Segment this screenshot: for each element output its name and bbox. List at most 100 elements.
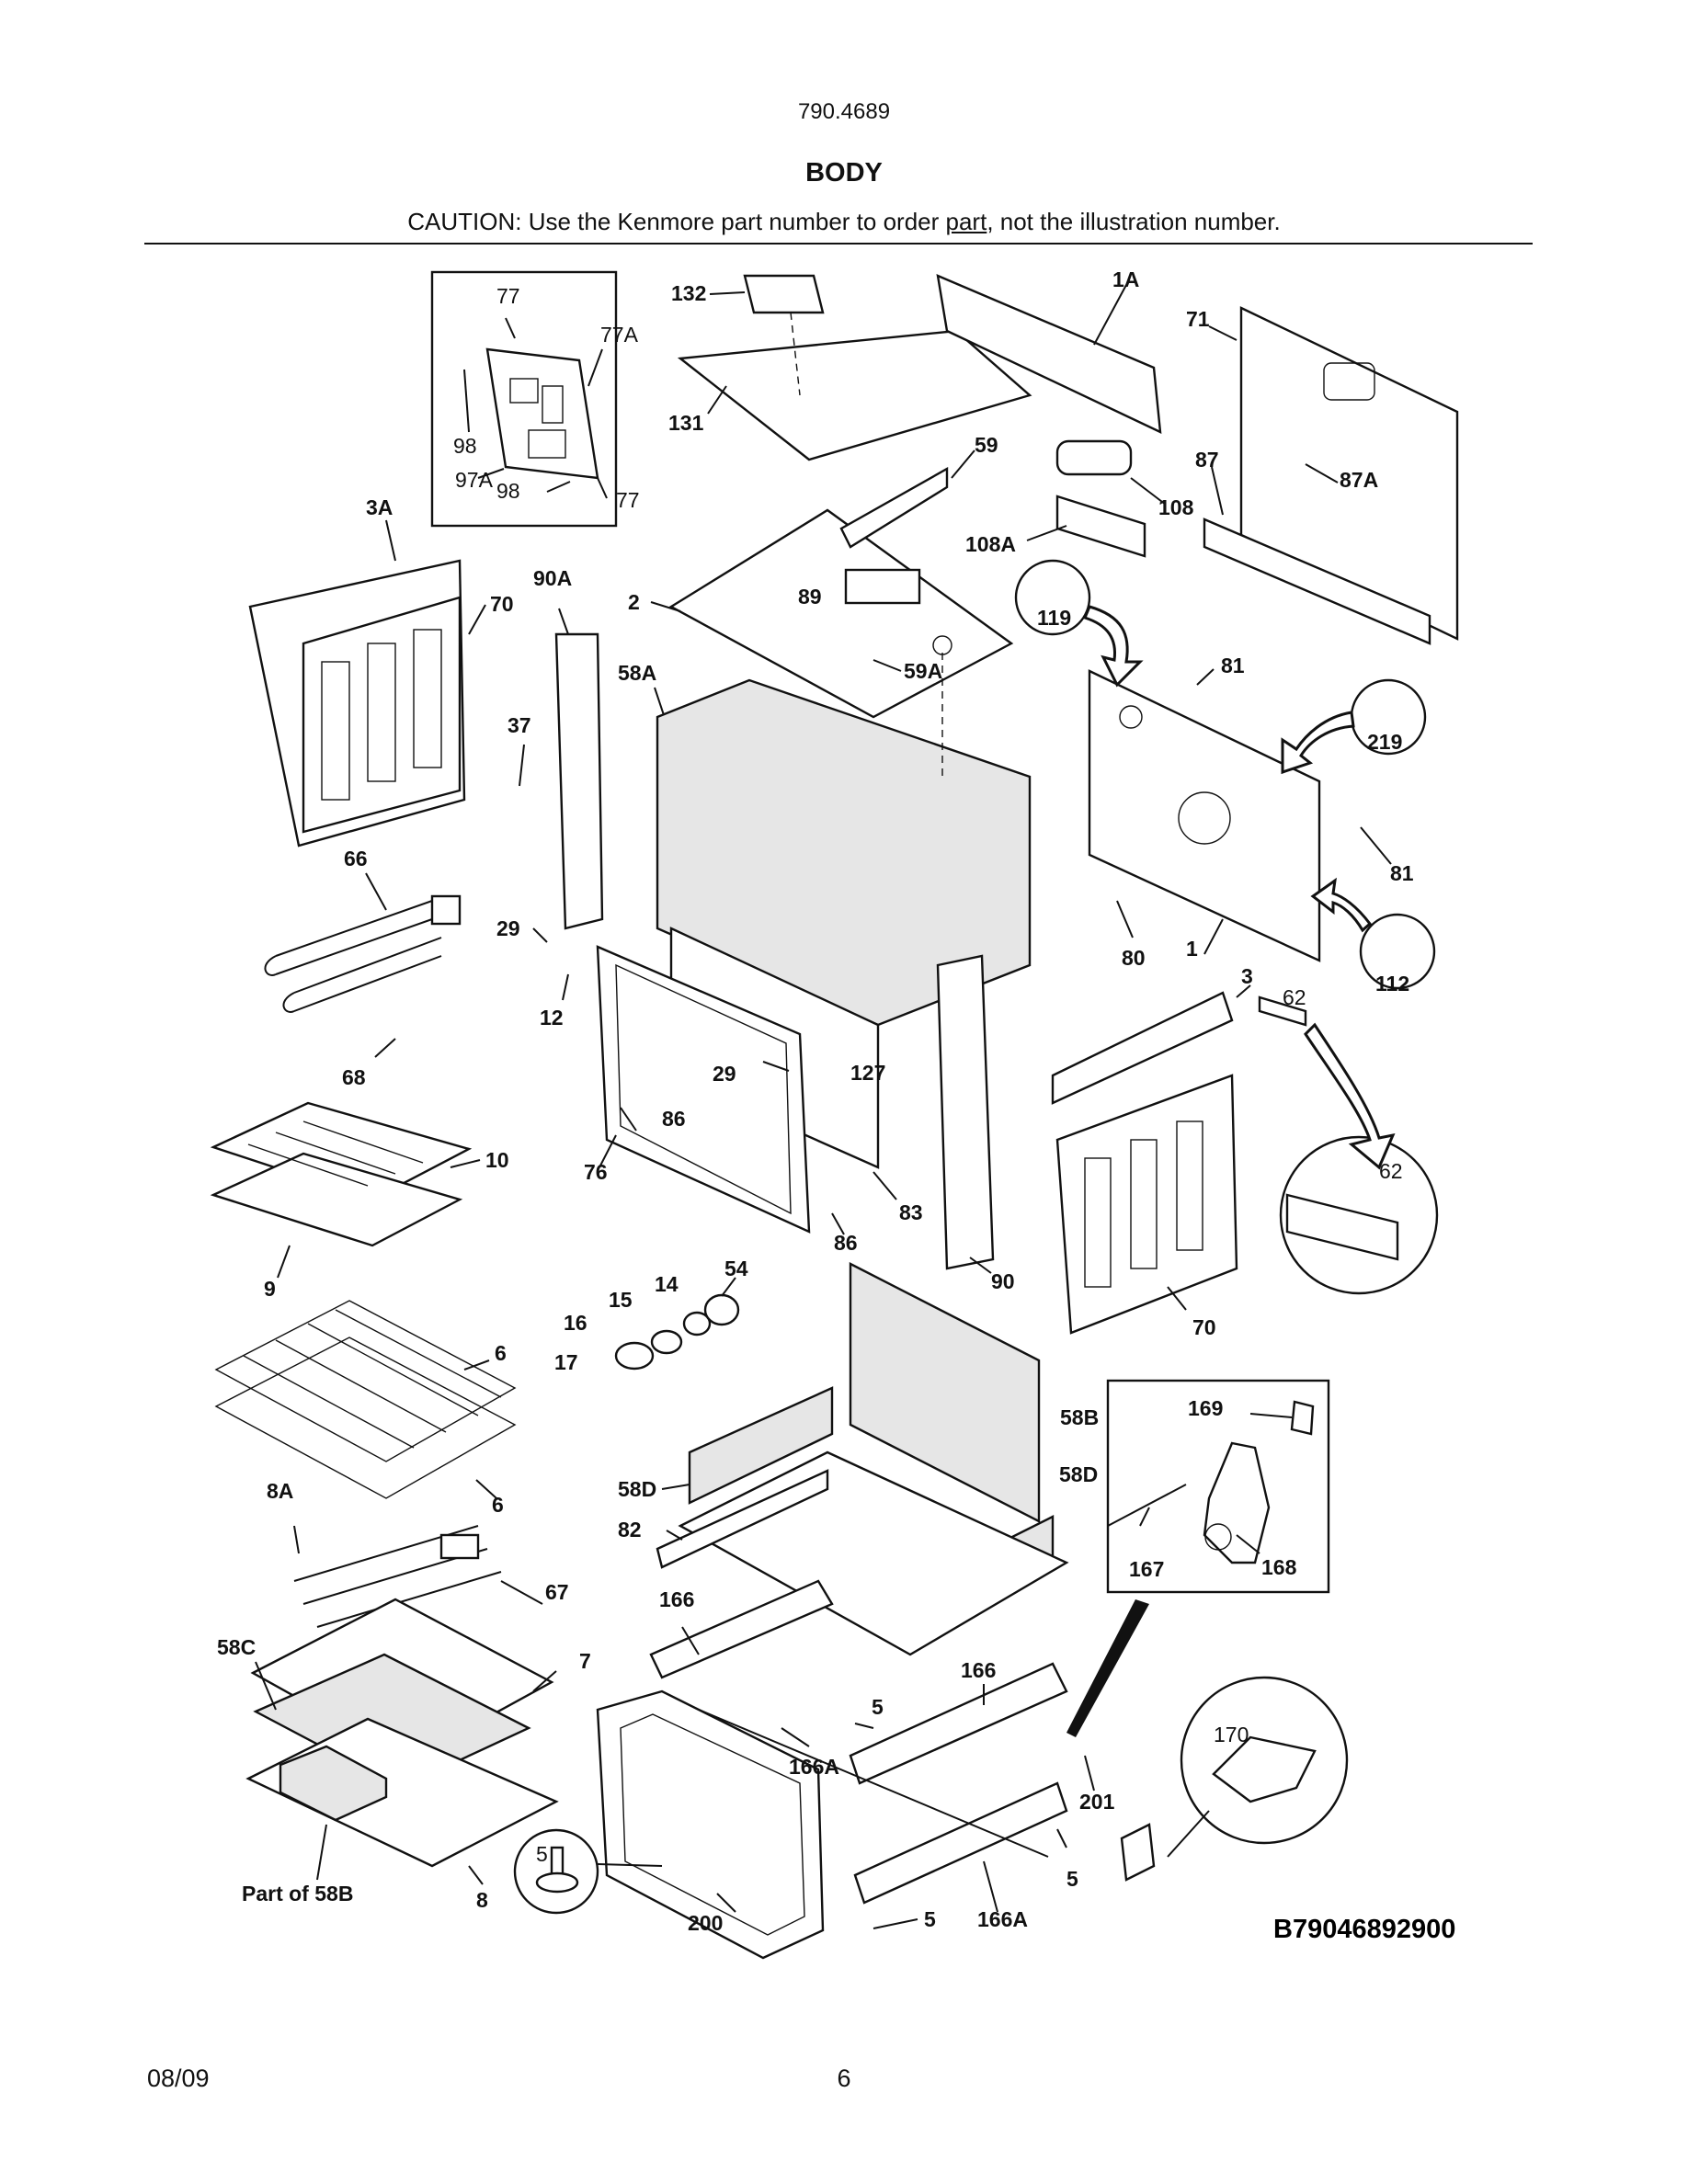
label-81-bottom: 81 bbox=[1390, 861, 1414, 885]
label-87A: 87A bbox=[1340, 468, 1378, 492]
caution-text-end: , not the illustration number. bbox=[987, 208, 1281, 235]
label-166A-upper: 166A bbox=[789, 1755, 839, 1779]
label-54: 54 bbox=[724, 1257, 748, 1280]
label-98-bottom: 98 bbox=[496, 479, 520, 503]
label-3A: 3A bbox=[366, 495, 393, 519]
label-12: 12 bbox=[540, 1006, 564, 1029]
label-131: 131 bbox=[668, 411, 704, 435]
leader-lines bbox=[255, 284, 1392, 1929]
label-90: 90 bbox=[991, 1269, 1015, 1293]
label-70-right: 70 bbox=[1192, 1315, 1216, 1339]
insulation-block bbox=[279, 1745, 388, 1822]
label-59A: 59A bbox=[904, 659, 942, 683]
clip-detail bbox=[1310, 877, 1436, 990]
broil-element bbox=[264, 894, 462, 1013]
rear-rail bbox=[936, 274, 1162, 434]
lower-chassis bbox=[649, 1450, 1069, 1905]
rear-insulation bbox=[849, 1262, 1041, 1523]
label-97A: 97A bbox=[455, 468, 494, 492]
label-5-detail: 5 bbox=[536, 1842, 548, 1866]
label-5-right: 5 bbox=[1066, 1867, 1078, 1891]
section-title: BODY bbox=[805, 158, 883, 188]
label-219: 219 bbox=[1367, 730, 1402, 754]
label-77-bottom: 77 bbox=[616, 488, 640, 512]
label-168: 168 bbox=[1261, 1555, 1297, 1579]
label-83: 83 bbox=[899, 1200, 923, 1224]
label-86-left: 86 bbox=[662, 1107, 686, 1131]
oven-racks bbox=[214, 1300, 517, 1499]
label-62-detail: 62 bbox=[1379, 1159, 1403, 1183]
label-119: 119 bbox=[1037, 606, 1071, 630]
label-37: 37 bbox=[508, 713, 531, 737]
label-59: 59 bbox=[975, 433, 998, 457]
label-6-top: 6 bbox=[495, 1341, 507, 1365]
top-plate bbox=[668, 466, 1014, 719]
label-58B: 58B bbox=[1060, 1405, 1099, 1429]
caution-part-link: part bbox=[945, 208, 987, 235]
footer-date: 08/09 bbox=[147, 2065, 210, 2092]
label-58C: 58C bbox=[217, 1635, 256, 1659]
label-132: 132 bbox=[671, 281, 706, 305]
left-side-panel bbox=[248, 559, 466, 847]
label-81-top: 81 bbox=[1221, 654, 1245, 677]
label-77A: 77A bbox=[600, 323, 639, 347]
label-29-center: 29 bbox=[713, 1062, 736, 1086]
label-67: 67 bbox=[545, 1580, 569, 1604]
label-7: 7 bbox=[579, 1649, 591, 1673]
label-6-bottom: 6 bbox=[492, 1493, 504, 1517]
caution-text-start: CAUTION: Use the Kenmore part number to … bbox=[407, 208, 946, 235]
label-8: 8 bbox=[476, 1888, 488, 1912]
label-1: 1 bbox=[1186, 937, 1198, 961]
bake-element bbox=[293, 1525, 502, 1628]
top-cover bbox=[677, 274, 1032, 461]
label-98-left: 98 bbox=[453, 434, 477, 458]
hinge-callout-arrow bbox=[1066, 1599, 1149, 1737]
label-9: 9 bbox=[264, 1277, 276, 1301]
label-68: 68 bbox=[342, 1065, 366, 1089]
label-112: 112 bbox=[1375, 972, 1409, 995]
label-70-left: 70 bbox=[490, 592, 514, 616]
label-166-left: 166 bbox=[659, 1587, 694, 1611]
right-outer-panel bbox=[1055, 1074, 1238, 1335]
label-14: 14 bbox=[655, 1272, 679, 1296]
anti-tip-bracket-detail bbox=[1120, 1676, 1349, 1882]
label-8A: 8A bbox=[267, 1479, 293, 1503]
label-89: 89 bbox=[798, 585, 822, 609]
label-108: 108 bbox=[1158, 495, 1194, 519]
control-board bbox=[463, 317, 608, 499]
label-15: 15 bbox=[609, 1288, 633, 1312]
label-167: 167 bbox=[1129, 1557, 1164, 1581]
label-29-left: 29 bbox=[496, 916, 520, 940]
label-200: 200 bbox=[688, 1911, 723, 1935]
rear-heat-shield-rail bbox=[1051, 991, 1234, 1105]
motor-bracket bbox=[1055, 495, 1146, 558]
label-166A-lower: 166A bbox=[977, 1907, 1028, 1931]
label-127: 127 bbox=[850, 1061, 885, 1085]
oven-light-assembly bbox=[614, 1293, 740, 1371]
diagram-code: B79046892900 bbox=[1273, 1915, 1455, 1944]
label-10: 10 bbox=[485, 1148, 509, 1172]
side-trim bbox=[554, 632, 604, 930]
drawer-frame bbox=[596, 1689, 825, 1960]
label-76: 76 bbox=[584, 1160, 608, 1184]
side-insulation-left bbox=[688, 1386, 834, 1505]
body-exploded-diagram: 132 1A 71 131 59 87 87A 108 108A 77 77A … bbox=[210, 267, 1459, 1960]
terminal-block-detail bbox=[1258, 995, 1439, 1295]
leveling-leg-detail bbox=[513, 1828, 599, 1915]
fan-motor bbox=[1055, 439, 1133, 476]
oven-door-frame bbox=[596, 945, 811, 1234]
label-3: 3 bbox=[1241, 964, 1253, 988]
broiler-pan bbox=[210, 1101, 473, 1247]
label-66: 66 bbox=[344, 847, 368, 870]
label-87: 87 bbox=[1195, 448, 1219, 472]
page-number: 6 bbox=[837, 2065, 851, 2092]
label-108A: 108A bbox=[965, 532, 1016, 556]
right-side-panel bbox=[1088, 669, 1321, 962]
model-number: 790.4689 bbox=[797, 99, 891, 124]
label-1A: 1A bbox=[1112, 267, 1139, 291]
label-58D-right: 58D bbox=[1059, 1462, 1098, 1486]
label-82: 82 bbox=[618, 1518, 642, 1541]
label-58A: 58A bbox=[618, 661, 656, 685]
label-17: 17 bbox=[554, 1350, 578, 1374]
header-rule bbox=[144, 243, 1533, 245]
